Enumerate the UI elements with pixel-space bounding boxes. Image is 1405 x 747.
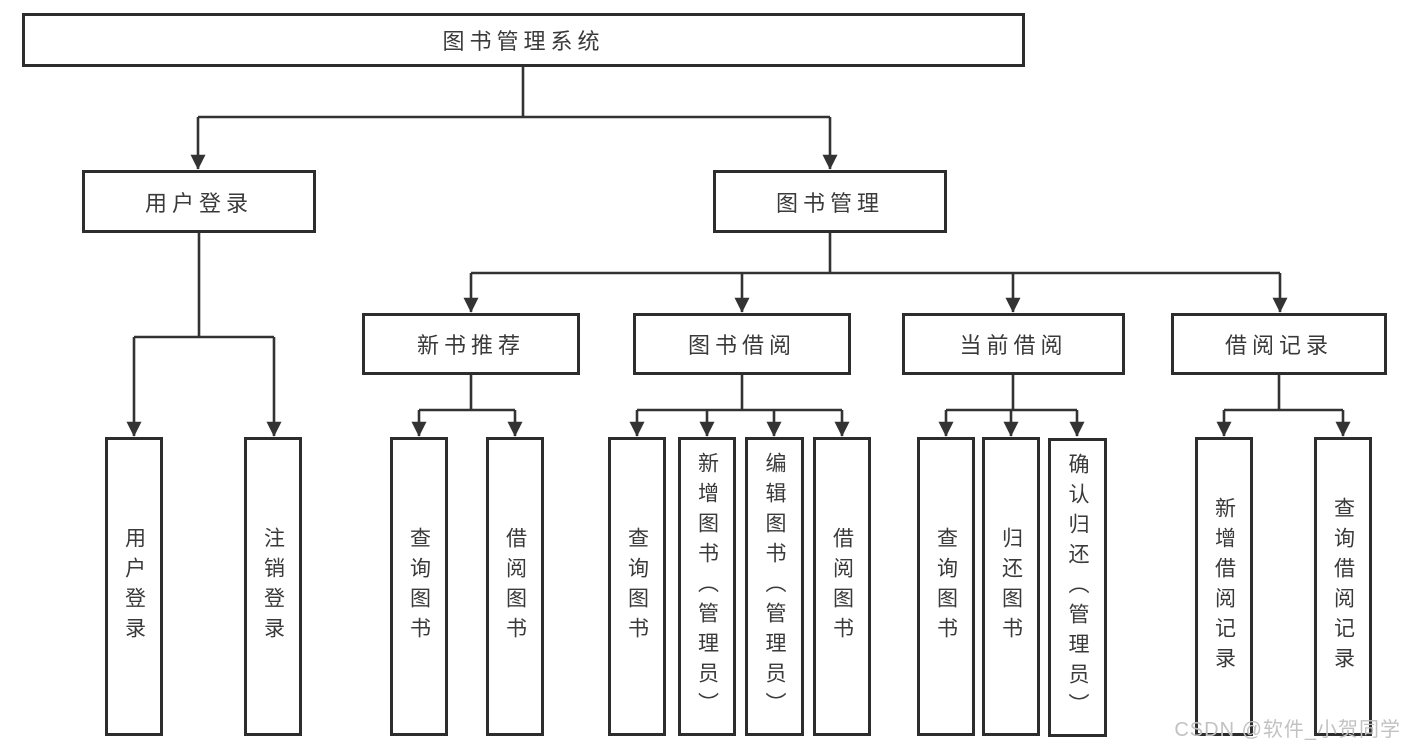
leaf-query-books-3: 查询图书 xyxy=(917,437,975,736)
leaf-label: 借阅图书 xyxy=(830,526,854,647)
leaf-label: 查询图书 xyxy=(934,526,958,647)
leaf-edit-book-admin: 编辑图书（管理员） xyxy=(745,437,804,736)
leaf-confirm-return-admin: 确认归还（管理员） xyxy=(1048,438,1107,737)
leaf-borrow-books-2: 借阅图书 xyxy=(813,437,871,736)
leaf-add-borrow-record: 新增借阅记录 xyxy=(1195,437,1253,736)
connector-borrow-record-trunk xyxy=(1224,375,1343,412)
leaf-label: 查询图书 xyxy=(625,526,649,647)
leaf-label: 新增借阅记录 xyxy=(1212,496,1236,677)
leaf-query-books-1: 查询图书 xyxy=(390,437,448,736)
node-user-login: 用户登录 xyxy=(82,170,316,233)
leaf-label: 归还图书 xyxy=(999,526,1023,647)
node-label: 图书管理 xyxy=(775,190,884,216)
leaf-return-book: 归还图书 xyxy=(982,437,1040,736)
connector-book-borrow-trunk xyxy=(637,375,842,412)
connector-new-book-trunk xyxy=(419,375,515,412)
leaf-label: 编辑图书（管理员） xyxy=(763,451,786,722)
leaf-label: 借阅图书 xyxy=(503,526,527,647)
watermark: CSDN @软件_小贺同学 xyxy=(1174,719,1401,741)
leaf-label: 用户登录 xyxy=(122,526,146,647)
node-label: 图书管理系统 xyxy=(442,29,605,54)
connector-book-mgmt-trunk xyxy=(471,233,1280,275)
node-label: 用户登录 xyxy=(144,190,253,216)
node-label: 新书推荐 xyxy=(416,333,525,358)
node-borrow-records: 借阅记录 xyxy=(1171,313,1387,375)
node-book-management: 图书管理 xyxy=(713,170,947,233)
leaf-query-books-2: 查询图书 xyxy=(608,437,666,736)
leaf-label: 查询图书 xyxy=(407,526,431,647)
leaf-logout: 注销登录 xyxy=(244,437,302,736)
node-label: 借阅记录 xyxy=(1224,333,1333,358)
leaf-label: 查询借阅记录 xyxy=(1331,496,1355,677)
leaf-label: 新增图书（管理员） xyxy=(695,451,719,722)
leaf-label: 确认归还（管理员） xyxy=(1066,452,1089,723)
connector-current-borrow-trunk xyxy=(946,375,1077,412)
node-root-system: 图书管理系统 xyxy=(22,13,1025,67)
leaf-add-book-admin: 新增图书（管理员） xyxy=(678,437,736,736)
node-label: 图书借阅 xyxy=(687,333,796,358)
leaf-user-login: 用户登录 xyxy=(105,437,163,736)
leaf-query-borrow-record: 查询借阅记录 xyxy=(1314,437,1372,736)
leaf-borrow-books-1: 借阅图书 xyxy=(486,437,544,736)
node-book-borrow: 图书借阅 xyxy=(633,313,851,375)
connector-user-login-trunk xyxy=(134,233,274,339)
node-label: 当前借阅 xyxy=(959,333,1068,358)
node-new-book-recommend: 新书推荐 xyxy=(362,313,580,375)
leaf-label: 注销登录 xyxy=(261,526,285,647)
connector-root-trunk xyxy=(198,67,830,119)
node-current-borrow: 当前借阅 xyxy=(902,313,1125,375)
